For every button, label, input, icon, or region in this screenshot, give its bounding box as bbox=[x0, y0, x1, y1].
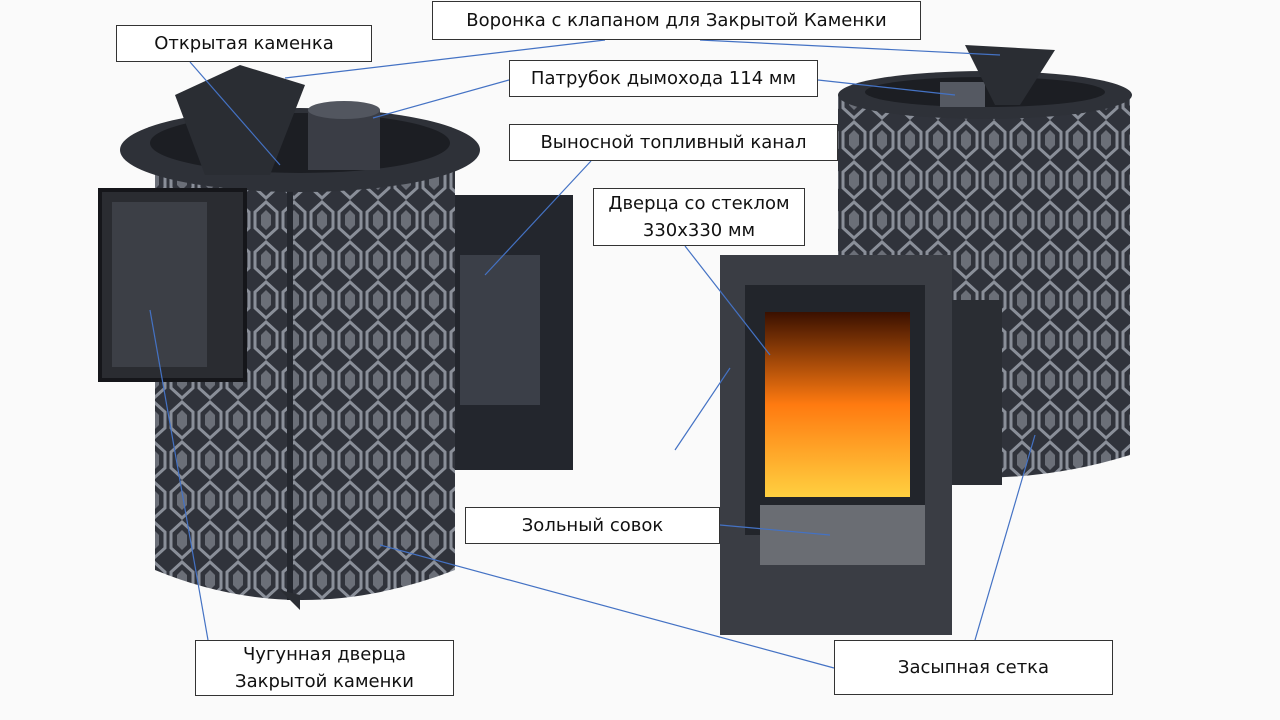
label-fuel-channel: Выносной топливный канал bbox=[509, 124, 838, 161]
label-funnel: Воронка с клапаном для Закрытой Каменки bbox=[432, 1, 921, 40]
left-stove bbox=[98, 65, 573, 610]
fire-glass bbox=[765, 312, 910, 497]
label-cast-door-line1: Чугунная дверца bbox=[242, 644, 407, 665]
label-open-stones: Открытая каменка bbox=[116, 25, 372, 62]
label-ash-pan: Зольный совок bbox=[465, 507, 720, 544]
label-cast-door-line2: Закрытой каменки bbox=[235, 671, 414, 692]
leader-lines bbox=[149, 39, 1036, 669]
label-glass-door-line1: Дверца со стеклом bbox=[608, 193, 790, 214]
label-cast-door: Чугунная дверца Закрытой каменки bbox=[195, 640, 454, 696]
label-mesh: Засыпная сетка bbox=[834, 640, 1113, 695]
right-stove bbox=[720, 45, 1132, 635]
label-chimney: Патрубок дымохода 114 мм bbox=[509, 60, 818, 97]
label-glass-door: Дверца со стеклом 330х330 мм bbox=[593, 188, 805, 246]
label-glass-door-line2: 330х330 мм bbox=[642, 220, 756, 241]
